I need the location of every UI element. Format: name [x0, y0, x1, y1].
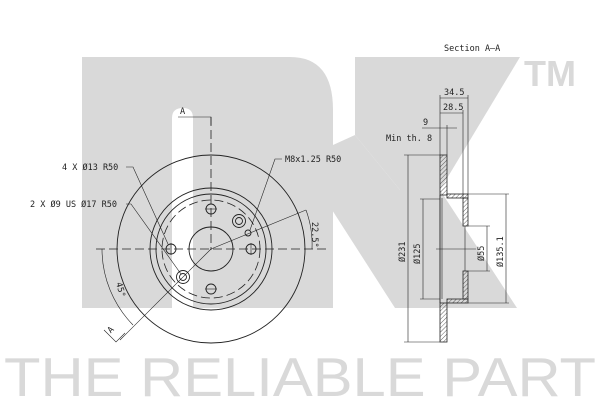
bolt-holes: [165, 203, 257, 295]
section-view: Section A–A 34.5 28.5 9 Min th. 8 Ø231 Ø…: [386, 44, 509, 343]
callout-countersunk: 2 X Ø9 US Ø17 R50: [30, 199, 117, 210]
dim-outer-diameter: Ø231: [397, 242, 408, 262]
countersunk-holes: [176, 214, 246, 284]
leader-countersunk: [126, 203, 182, 275]
angle-arc-22-5: [305, 209, 313, 250]
angle-label-22-5: 22.5°: [309, 222, 319, 248]
section-title: Section A–A: [444, 44, 500, 54]
leader-thread: [249, 158, 282, 231]
section-label-top: A: [180, 107, 185, 117]
dim-hat-height: 28.5: [443, 103, 463, 113]
dim-center-bore: Ø55: [476, 246, 487, 261]
logo-k-upper: [355, 57, 520, 190]
hat-face-upper: [462, 197, 469, 227]
hat-wall-upper: [446, 193, 469, 199]
front-view: A A 4 X Ø13 R50 2 X Ø9 US Ø17 R50 M8x1.2…: [30, 107, 341, 344]
dim-thickness: 9: [423, 118, 428, 128]
disc-plate-upper: [439, 154, 448, 196]
section-label-bottom: A: [106, 325, 117, 336]
callout-thread: M8x1.25 R50: [285, 155, 341, 165]
callout-holes: 4 X Ø13 R50: [62, 162, 118, 173]
logo-k-lower: [300, 135, 517, 308]
threaded-hole: [244, 229, 252, 237]
hat-face-lower: [462, 270, 469, 300]
dim-min-thickness: Min th. 8: [386, 134, 432, 144]
dim-hat-outer-diameter: Ø135.1: [495, 236, 506, 267]
dim-hat-diameter: Ø125: [412, 244, 423, 264]
section-marker-bottom: [103, 329, 126, 343]
nk-logo-watermark: TM THE RELIABLE PART: [4, 53, 596, 400]
logo-n-shape: [82, 57, 333, 308]
trademark-mark: TM: [524, 53, 576, 94]
dim-overall-height: 34.5: [444, 88, 464, 98]
angle-label-45: 45°: [113, 281, 127, 298]
disc-plate-lower: [439, 302, 448, 343]
slogan-watermark: THE RELIABLE PART: [4, 346, 596, 400]
angle-arc-45: [101, 248, 134, 326]
leader-holes: [126, 166, 169, 245]
section-marker-top: [178, 116, 212, 125]
section-line-45: [119, 248, 212, 341]
hat-wall-lower: [446, 298, 469, 304]
angle-line-22-5: [210, 209, 307, 250]
